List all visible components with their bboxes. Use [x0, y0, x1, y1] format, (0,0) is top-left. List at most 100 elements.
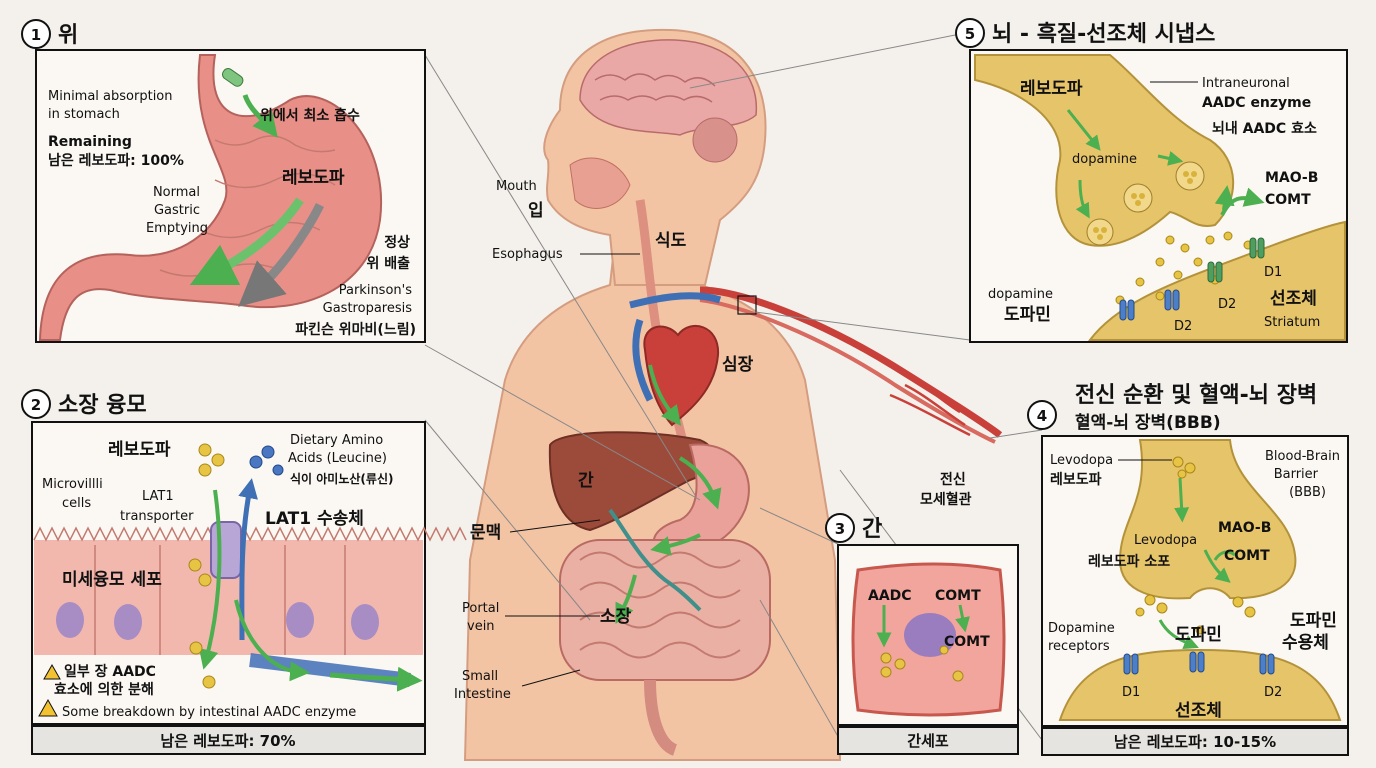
panel4-footer: 남은 레보도파: 10-15%	[1114, 733, 1276, 751]
panel2-microvilli-line1: Microvillli	[42, 477, 103, 492]
panel1-park-line2: Gastroparesis	[323, 301, 413, 316]
panel2-number: 2	[31, 396, 41, 414]
cell-nucleus	[351, 604, 379, 640]
panel1-title: 위	[58, 23, 78, 48]
panel-bbb: 4 전신 순환 및 혈액-뇌 장벽 혈액-뇌 장벽(BBB) Levodopa …	[1027, 383, 1349, 756]
panel-brain-synapse: 5 뇌 - 흑질-선조체 시냅스 레보도	[955, 18, 1348, 343]
panel5-d2b: D2	[1218, 297, 1236, 312]
panel1-normal-line1: Normal	[153, 185, 200, 200]
panel2-dietary-ko: 식이 아미노산(류신)	[290, 471, 393, 486]
panel4-receptors-en1: Dopamine	[1048, 621, 1115, 636]
panel5-title: 뇌 - 흑질-선조체 시냅스	[992, 22, 1215, 47]
panel5-striatum-en: Striatum	[1264, 315, 1320, 330]
panel2-cells-ko: 미세융모 세포	[62, 570, 162, 590]
panel5-d2a: D2	[1174, 319, 1192, 334]
panel1-number-badge	[21, 19, 51, 49]
panel1-park-line1: Parkinson's	[339, 283, 412, 298]
panel1-remaining-ko: 남은 레보도파: 100%	[48, 152, 184, 169]
synaptic-vesicle	[1086, 218, 1114, 246]
panel3-number-badge	[825, 513, 855, 543]
panel5-striatum-ko: 선조체	[1270, 289, 1317, 309]
portal-label-en1: Portal	[462, 601, 499, 616]
panel4-comt: COMT	[1224, 548, 1270, 564]
panel3-comt1: COMT	[935, 588, 981, 604]
capillary-label-ko1: 전신	[940, 471, 966, 488]
panel2-lat1-ko: LAT1 수송체	[265, 509, 364, 529]
panel2-levodopa: 레보도파	[108, 440, 171, 460]
panel5-comt: COMT	[1265, 192, 1311, 208]
panel4-bbb-line3: (BBB)	[1289, 485, 1326, 500]
panel2-footer: 남은 레보도파: 70%	[160, 732, 295, 750]
panel5-aadc-line1: Intraneuronal	[1202, 76, 1290, 91]
human-body-figure	[463, 28, 1003, 761]
presynaptic-neuron	[1118, 439, 1297, 600]
panel4-d2: D2	[1264, 685, 1282, 700]
panel4-striatum-ko: 선조체	[1175, 701, 1222, 721]
small-intestine-label-en1: Small	[462, 669, 498, 684]
panel5-dopamine2-en: dopamine	[988, 287, 1053, 302]
small-intestine-label-ko: 소장	[600, 607, 632, 627]
panel4-levodopa2-en: Levodopa	[1134, 533, 1197, 548]
mouth-label-ko: 입	[528, 201, 544, 221]
panel4-receptors-en2: receptors	[1048, 639, 1110, 654]
panel1-normal-line2: Gastric	[154, 203, 200, 218]
panel1-remaining-en: Remaining	[48, 134, 132, 150]
panel4-number: 4	[1037, 407, 1047, 425]
esophagus-label-ko: 식도	[655, 231, 687, 251]
panel5-d1: D1	[1264, 265, 1282, 280]
panel2-dietary-line2: Acids (Leucine)	[288, 451, 387, 466]
panel1-normal-ko2: 위 배출	[366, 255, 410, 272]
portal-label-ko: 문맥	[470, 523, 501, 543]
panel5-maob: MAO-B	[1265, 170, 1318, 186]
body-labels: Mouth 입 Esophagus 식도 심장 간 문맥 Portal vein…	[454, 179, 972, 702]
panel-small-intestine: 2 소장 융모 레보도파 Dietary Amino Acids (Leucin…	[21, 389, 467, 755]
panel4-receptor-ko1: 도파민	[1290, 611, 1337, 631]
panel2-warn-en: Some breakdown by intestinal AADC enzyme	[62, 705, 356, 720]
panel2-title: 소장 융모	[58, 393, 147, 418]
portal-label-en2: vein	[467, 619, 495, 634]
panel1-arrow-label: 위에서 최소 흡수	[260, 107, 360, 124]
mouth-label-en: Mouth	[496, 179, 537, 194]
microvilli-border	[33, 526, 467, 542]
portal-vein-shape	[608, 508, 702, 612]
panel-stomach: 1 위 Minimal absorption in stomach Remain…	[21, 19, 426, 343]
presynaptic-terminal	[974, 54, 1235, 247]
liver-label: 간	[578, 471, 594, 491]
stomach-illustration	[38, 54, 383, 341]
panel2-lat1-line2: transporter	[120, 509, 194, 524]
panel1-minimal-line1: Minimal absorption	[48, 89, 173, 104]
panel-liver: 3 간 AADC COMT COMT 간세포	[825, 513, 1019, 755]
panel3-comt2: COMT	[944, 634, 990, 650]
pill-icon	[222, 68, 244, 87]
heart-label: 심장	[722, 355, 754, 375]
panel3-footer-bar	[837, 726, 1019, 755]
panel5-aadc-line2: AADC enzyme	[1202, 95, 1311, 111]
cerebellum-shape	[692, 117, 738, 163]
panel2-warn-ko1: 일부 장 AADC	[64, 663, 156, 680]
panel3-footer: 간세포	[907, 732, 949, 750]
panel2-number-badge	[21, 389, 51, 419]
panel1-number: 1	[31, 26, 41, 44]
panel2-lat1-line1: LAT1	[142, 489, 174, 504]
panel5-dopamine-en: dopamine	[1072, 152, 1137, 167]
panel5-levodopa-ko: 레보도파	[1020, 79, 1083, 99]
panel1-normal-ko1: 정상	[384, 234, 410, 251]
small-intestine-label-en2: Intestine	[454, 687, 511, 702]
panel5-dopamine2-ko: 도파민	[1004, 305, 1051, 325]
synaptic-vesicle	[1123, 183, 1153, 213]
panel1-levodopa: 레보도파	[282, 168, 345, 188]
panel2-warn-ko2: 효소에 의한 분해	[54, 681, 154, 698]
panel2-footer-bar	[31, 725, 426, 755]
panel2-dietary-line1: Dietary Amino	[290, 433, 383, 448]
panel4-levodopa-en: Levodopa	[1050, 453, 1113, 468]
panel4-maob: MAO-B	[1218, 520, 1271, 536]
panel5-aadc-ko: 뇌내 AADC 효소	[1212, 121, 1317, 137]
panel4-title1: 전신 순환 및 혈액-뇌 장벽	[1075, 383, 1317, 408]
panel5-number: 5	[965, 25, 975, 43]
cell-nucleus	[286, 602, 314, 638]
warning-icon	[38, 698, 58, 717]
panel4-bbb-line2: Barrier	[1274, 467, 1319, 482]
brain-shape	[579, 39, 758, 136]
panel3-aadc: AADC	[868, 588, 912, 604]
